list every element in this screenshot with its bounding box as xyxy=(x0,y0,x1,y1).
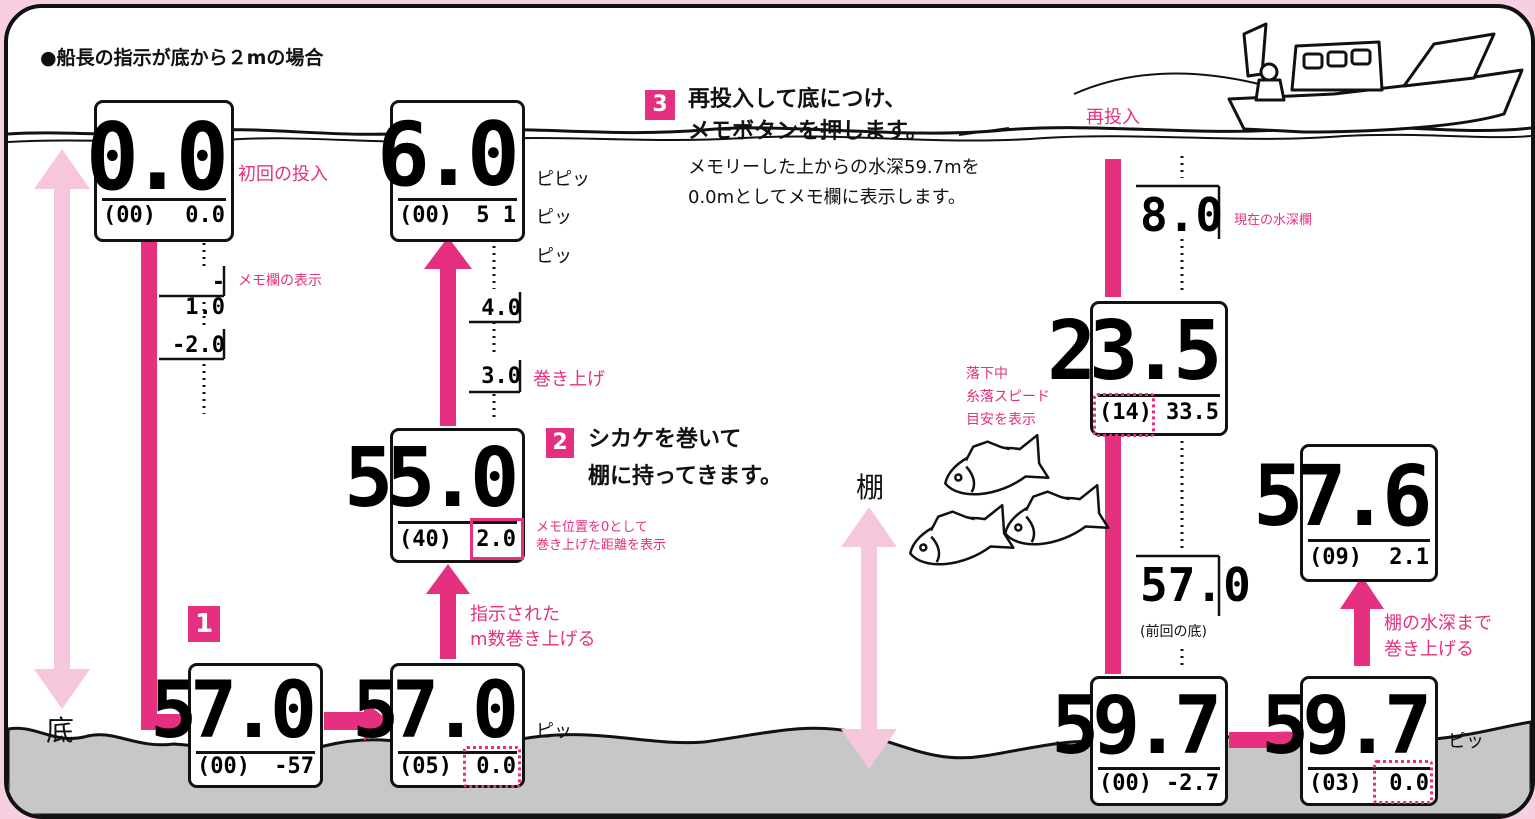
sub-readout: (03)0.0 xyxy=(1309,771,1429,796)
main-depth: 0.0 xyxy=(85,103,229,212)
memo-value: 0.0 xyxy=(185,203,225,228)
speed-value: (00) xyxy=(103,203,156,228)
page-title: ●船長の指示が底から２mの場合 xyxy=(40,47,324,69)
divider xyxy=(398,198,517,201)
label-falling: 糸落スピード xyxy=(966,389,1050,405)
beep-text: ピッ xyxy=(536,246,572,267)
dotted-guides xyxy=(202,156,1184,668)
lcd-display-tana-reached: 57.6 (09)2.1 xyxy=(1253,444,1438,582)
fishing-line xyxy=(1073,72,1260,95)
step-badge: 2 xyxy=(546,428,574,458)
label-current-depth: 現在の水深欄 xyxy=(1234,213,1313,228)
mini-readout-lines xyxy=(159,184,1221,616)
label-falling: 目安を表示 xyxy=(966,412,1036,428)
divider xyxy=(1308,539,1430,542)
step3-heading: メモボタンを押します。 xyxy=(688,119,928,144)
sub-readout: (09)2.1 xyxy=(1309,545,1429,570)
highlight-dotted-box xyxy=(1093,393,1155,437)
highlight-dotted-box xyxy=(463,746,521,788)
label-tana: 棚 xyxy=(856,471,885,504)
lcd-display-falling: 23.5 (14)33.5 xyxy=(1047,301,1228,436)
label-reel-to-tana: 棚の水深まで xyxy=(1384,613,1492,634)
mini-readout: -2.0 xyxy=(172,333,225,358)
lcd-display-memo-reset: 59.7 (03)0.0 xyxy=(1261,676,1438,806)
lcd-display-bottom: 57.0 (00)-57 xyxy=(150,663,323,788)
main-depth: 59.7 xyxy=(1051,679,1222,772)
main-depth: 57.6 xyxy=(1252,447,1433,545)
divider xyxy=(398,751,517,754)
divider xyxy=(102,198,226,201)
main-depth: 57.0 xyxy=(150,666,317,756)
divider xyxy=(196,751,315,754)
main-depth: 55.0 xyxy=(344,431,519,526)
step3-heading: 再投入して底につけ、 xyxy=(688,87,907,112)
depth-double-arrow xyxy=(34,149,90,709)
beep-text: ピピッ xyxy=(536,169,590,190)
mini-readout: 4.0 xyxy=(481,296,521,321)
fish-school xyxy=(908,433,1110,566)
label-instructed: m数巻き上げる xyxy=(470,629,596,650)
divider xyxy=(1308,767,1430,770)
sub-readout: (00) 0.0 xyxy=(103,203,225,228)
divider xyxy=(398,521,517,524)
sub-readout: (00)-57 xyxy=(197,754,314,779)
label-memo-position: 巻き上げた距離を表示 xyxy=(536,538,667,553)
label-reel-up: 巻き上げ xyxy=(533,369,605,390)
lcd-display-redrop-bottom: 59.7 (00)-2.7 xyxy=(1051,676,1228,806)
label-first-drop: 初回の投入 xyxy=(238,164,328,185)
lcd-display-memo-set: 57.0 (05)0.0 xyxy=(352,663,525,788)
label-prev-bottom: (前回の底) xyxy=(1140,624,1207,640)
leader-line xyxy=(958,127,1010,136)
lcd-display-reel: 6.0 (00)5 1 xyxy=(377,100,525,242)
mini-readout: 57.0 xyxy=(1140,558,1251,612)
label-memo-display: メモ欄の表示 xyxy=(238,273,322,289)
label-memo-position: メモ位置を0として xyxy=(536,520,648,535)
highlight-memo-box xyxy=(470,518,524,560)
beep-text: ピッ xyxy=(536,721,572,742)
label-redrop: 再投入 xyxy=(1086,107,1140,128)
highlight-dotted-box xyxy=(1373,760,1433,804)
step-badge: 3 xyxy=(645,90,675,120)
sub-readout: (00)-2.7 xyxy=(1099,771,1219,796)
main-depth: 6.0 xyxy=(376,103,520,206)
process-path xyxy=(141,159,1384,748)
label-bottom: 底 xyxy=(46,714,75,747)
step2-heading: 棚に持ってきます。 xyxy=(588,464,783,489)
main-depth: 57.0 xyxy=(352,666,519,756)
mini-readout: 3.0 xyxy=(481,364,521,389)
label-reel-to-tana: 巻き上げる xyxy=(1384,639,1474,660)
fishing-boat xyxy=(1227,22,1524,134)
lcd-display-initial: 0.0 (00)0.0 xyxy=(86,100,234,242)
main-depth: 23.5 xyxy=(1047,304,1222,399)
step2-heading: シカケを巻いて xyxy=(588,427,742,452)
beep-text: ピッ xyxy=(536,207,572,228)
tana-double-arrow xyxy=(841,507,897,769)
mini-readout: 8.0 xyxy=(1140,188,1224,242)
label-instructed: 指示された xyxy=(470,604,560,625)
main-depth: 59.7 xyxy=(1261,679,1432,772)
sub-readout: (40)2.0 xyxy=(399,527,516,552)
step3-description: 0.0mとしてメモ欄に表示します。 xyxy=(688,187,966,208)
step-badge: 1 xyxy=(188,606,220,642)
divider xyxy=(1098,767,1220,770)
diagram-frame: ●船長の指示が底から２mの場合 0.0 (00)0.0 初回の投入 - 1.0 … xyxy=(4,4,1535,819)
divider xyxy=(1098,394,1220,397)
mini-readout: - 1.0 xyxy=(185,270,225,320)
beep-text: ピッ xyxy=(1448,731,1484,752)
sub-readout: (00)5 1 xyxy=(399,203,516,228)
step3-description: メモリーした上からの水深59.7mを xyxy=(688,157,980,178)
label-falling: 落下中 xyxy=(966,366,1008,382)
sub-readout: (05)0.0 xyxy=(399,754,516,779)
sub-readout: (14)33.5 xyxy=(1099,400,1219,425)
lcd-display-tana: 55.0 (40)2.0 xyxy=(344,428,525,563)
